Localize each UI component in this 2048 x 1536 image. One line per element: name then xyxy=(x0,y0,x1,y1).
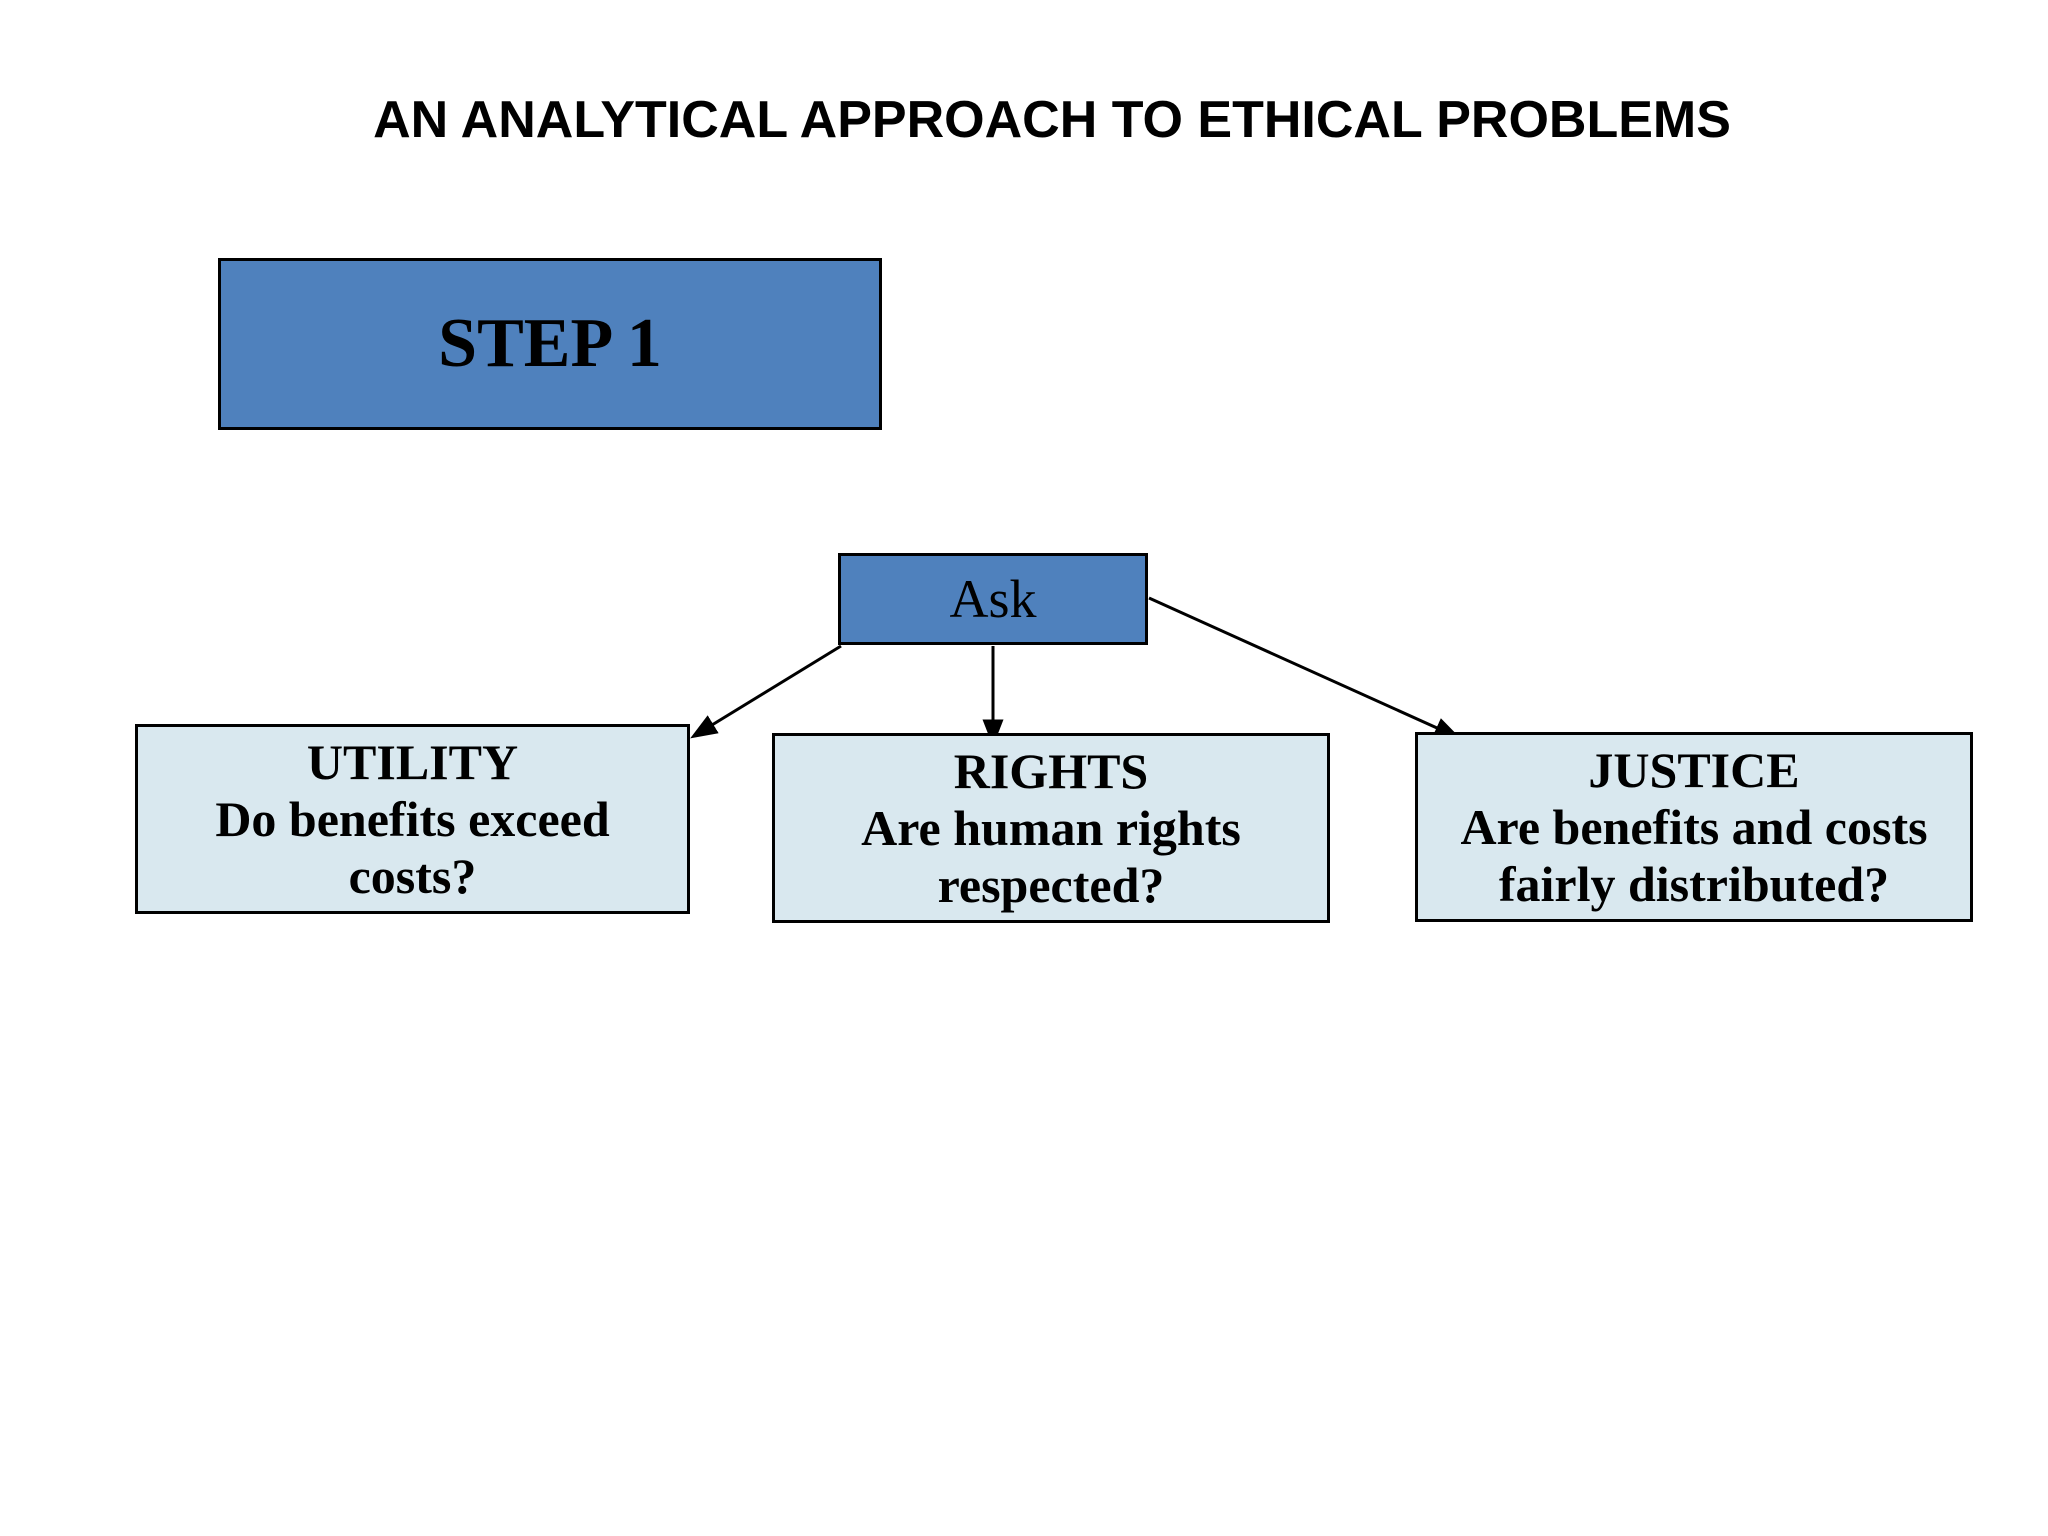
arrow-ask-to-utility xyxy=(690,644,842,739)
slide-title: AN ANALYTICAL APPROACH TO ETHICAL PROBLE… xyxy=(373,91,1731,149)
branch-heading: JUSTICE xyxy=(1588,741,1800,798)
branch-text-line: respected? xyxy=(937,856,1165,913)
step1-label: STEP 1 xyxy=(438,305,662,382)
branch-box-rights: RIGHTS Are human rights respected? xyxy=(772,733,1330,923)
branch-text-line: Do benefits exceed xyxy=(215,790,610,847)
branch-text-line: costs? xyxy=(348,847,477,904)
ask-label: Ask xyxy=(949,569,1037,629)
branch-box-utility: UTILITY Do benefits exceed costs? xyxy=(135,724,690,914)
branch-heading: UTILITY xyxy=(306,733,519,790)
branch-text-line: Are benefits and costs xyxy=(1460,798,1928,855)
branch-box-justice: JUSTICE Are benefits and costs fairly di… xyxy=(1415,732,1973,922)
step1-box: STEP 1 xyxy=(218,258,882,430)
branch-text-line: Are human rights xyxy=(861,799,1241,856)
branch-text-line: fairly distributed? xyxy=(1498,855,1890,912)
ask-box: Ask xyxy=(838,553,1148,645)
arrow-ask-to-justice xyxy=(1148,596,1462,739)
branch-heading: RIGHTS xyxy=(953,742,1149,799)
